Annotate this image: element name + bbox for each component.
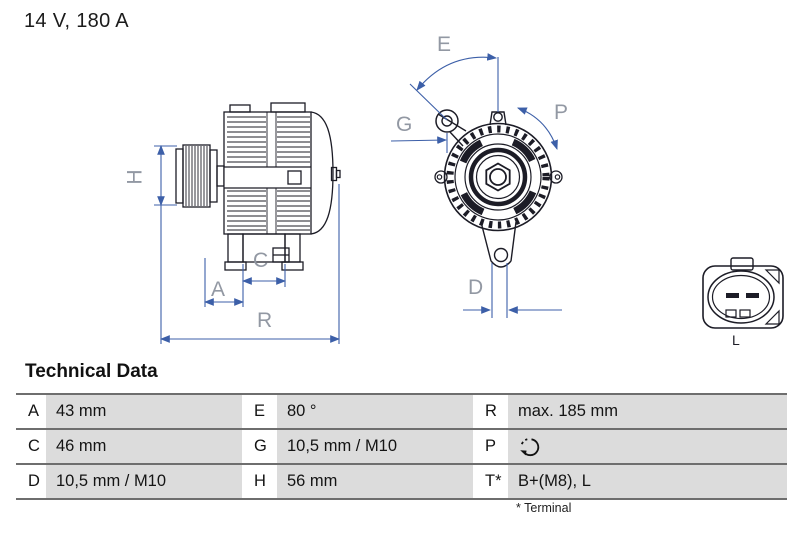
dim-value: 10,5 mm / M10 (46, 465, 242, 498)
table-row: A 43 mm E 80 ° R max. 185 mm (16, 393, 787, 428)
front-view-dimensions (390, 53, 562, 318)
table-row: D 10,5 mm / M10 H 56 mm T* B+(M8), L (16, 463, 787, 500)
front-view-group (434, 109, 563, 268)
dim-value: 43 mm (46, 395, 242, 428)
dim-label-d: D (468, 276, 485, 299)
dim-key: C (16, 430, 46, 463)
dim-label-h: H (123, 168, 147, 185)
dim-value: 46 mm (46, 430, 242, 463)
dim-label-r: R (257, 309, 274, 332)
dim-value: max. 185 mm (508, 395, 787, 428)
dim-key: H (242, 465, 277, 498)
side-view-group (175, 102, 341, 271)
dim-label-p: P (554, 101, 570, 124)
dim-key: G (242, 430, 277, 463)
dim-label-g: G (396, 113, 414, 136)
dim-value: 10,5 mm / M10 (277, 430, 473, 463)
dim-label-a: A (211, 278, 227, 301)
page-title: 14 V, 180 A (24, 10, 129, 32)
terminal-footnote: * Terminal (516, 501, 572, 515)
dim-key: P (473, 430, 508, 463)
rotation-direction-icon (520, 437, 540, 456)
side-view-dimensions (154, 144, 341, 344)
connector-terminal-label: L (732, 332, 740, 348)
dim-key: R (473, 395, 508, 428)
table-row: C 46 mm G 10,5 mm / M10 P (16, 428, 787, 463)
rotation-direction-cell (508, 430, 787, 463)
connector-pin-left (726, 293, 739, 298)
table-heading: Technical Data (25, 361, 158, 382)
dim-key: D (16, 465, 46, 498)
dim-value: 56 mm (277, 465, 473, 498)
dim-key: T* (473, 465, 508, 498)
connector-pin-right (746, 293, 759, 298)
dim-key: E (242, 395, 277, 428)
technical-data-table: A 43 mm E 80 ° R max. 185 mm C 46 mm G 1… (16, 393, 787, 500)
connector-group (702, 257, 784, 329)
dim-key: A (16, 395, 46, 428)
dim-value: B+(M8), L (508, 465, 787, 498)
dim-label-e: E (437, 33, 453, 56)
dim-value: 80 ° (277, 395, 473, 428)
dim-label-c: C (253, 249, 270, 272)
